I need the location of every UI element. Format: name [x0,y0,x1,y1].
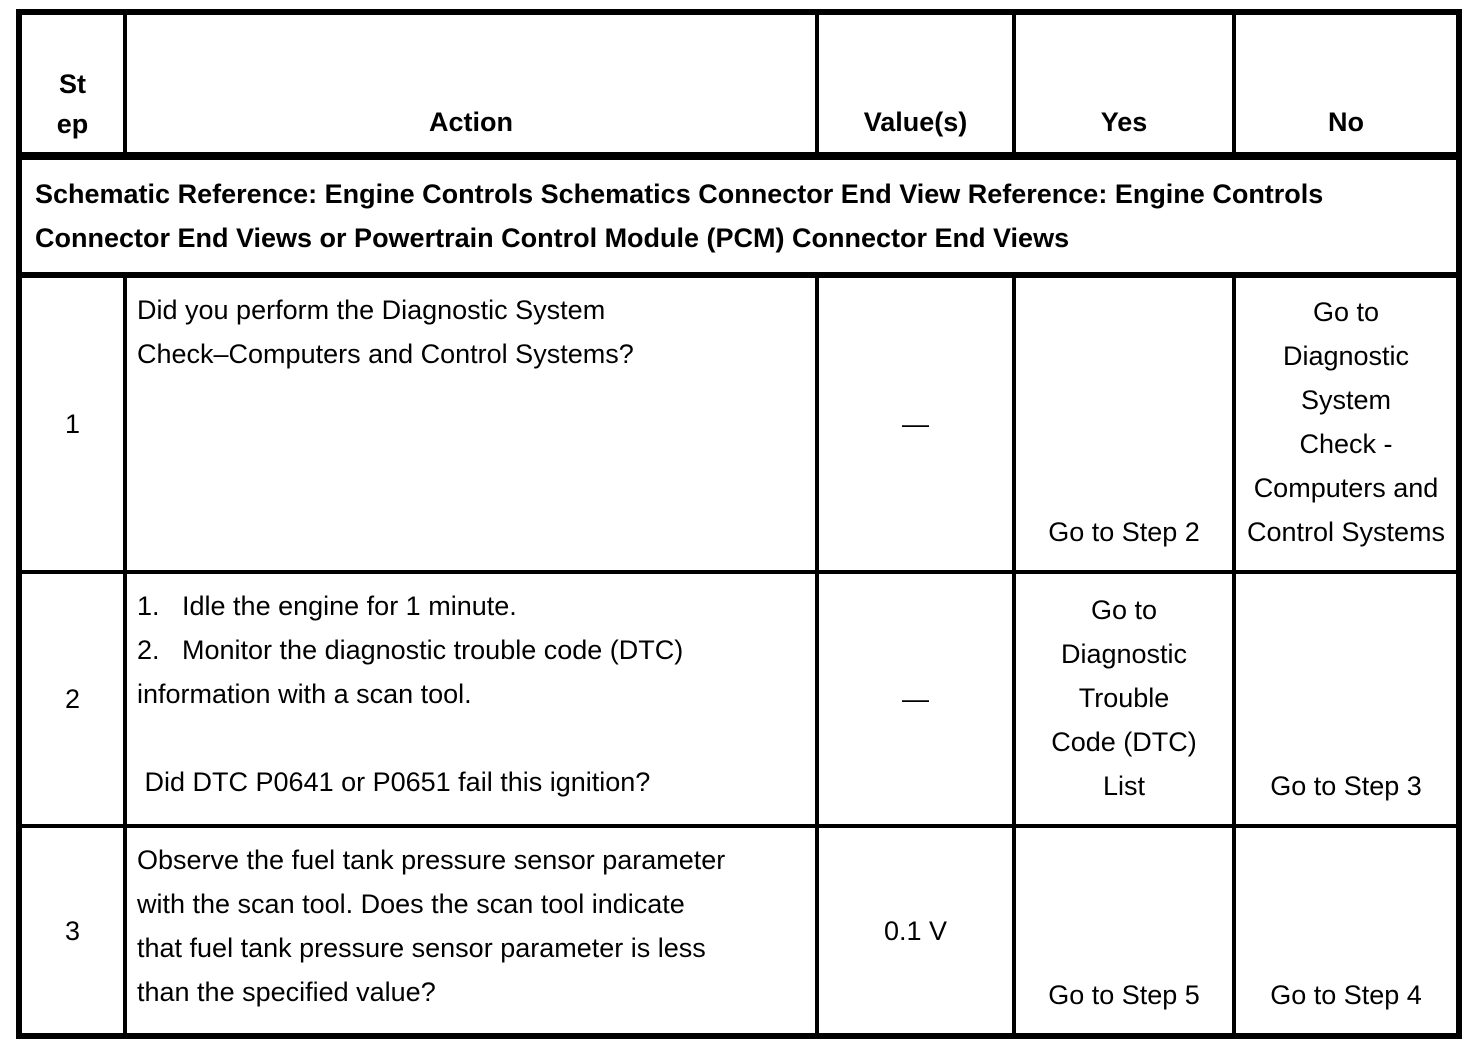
col-header-values-label: Value(s) [863,107,968,137]
col-header-no: No [1236,15,1456,160]
col-header-yes-label: Yes [1100,107,1148,137]
action-text-1: Did you perform the Diagnostic System Ch… [137,295,634,369]
schematic-reference-note: Schematic Reference: Engine Controls Sch… [22,160,1456,278]
col-header-values: Value(s) [819,15,1016,160]
action-text-3: Observe the fuel tank pressure sensor pa… [137,845,726,1007]
step-number-1: 1 [22,278,127,574]
diagnostic-table: St ep Action Value(s) Yes No Schematic R… [16,9,1462,1039]
action-list-item-2: 2. Monitor the diagnostic trouble code (… [137,635,684,709]
no-cell-2: Go to Step 3 [1236,574,1456,828]
action-list-item-1: 1. Idle the engine for 1 minute. [137,591,517,621]
yes-text-2: Go to Diagnostic Trouble Code (DTC) List [1051,595,1197,801]
yes-text-3: Go to Step 5 [1048,980,1200,1010]
yes-text-1: Go to Step 2 [1048,517,1200,547]
action-cell-2: 1. Idle the engine for 1 minute. 2. Moni… [127,574,819,828]
value-text-3: 0.1 V [883,915,948,946]
yes-cell-2: Go to Diagnostic Trouble Code (DTC) List [1016,574,1236,828]
value-text-2: — [902,684,929,714]
value-cell-3: 0.1 V [819,828,1016,1033]
value-cell-2: — [819,574,1016,828]
action-cell-1: Did you perform the Diagnostic System Ch… [127,278,819,574]
step-number-1-label: 1 [64,409,81,439]
action-question-2: Did DTC P0641 or P0651 fail this ignitio… [137,767,651,797]
value-text-1: — [902,409,929,439]
step-number-3: 3 [22,828,127,1033]
col-header-step-label: St ep [56,69,89,139]
col-header-action-label: Action [429,107,513,137]
schematic-reference-text: Schematic Reference: Engine Controls Sch… [35,179,1324,253]
col-header-step: St ep [22,15,127,160]
no-text-1: Go to Diagnostic System Check - Computer… [1246,297,1446,547]
yes-cell-3: Go to Step 5 [1016,828,1236,1033]
step-number-2-label: 2 [64,684,81,714]
no-text-3: Go to Step 4 [1270,980,1422,1010]
col-header-no-label: No [1328,107,1364,137]
col-header-action: Action [127,15,819,160]
value-cell-1: — [819,278,1016,574]
yes-cell-1: Go to Step 2 [1016,278,1236,574]
step-number-2: 2 [22,574,127,828]
step-number-3-label: 3 [64,915,81,946]
no-cell-1: Go to Diagnostic System Check - Computer… [1236,278,1456,574]
col-header-yes: Yes [1016,15,1236,160]
action-cell-3: Observe the fuel tank pressure sensor pa… [127,828,819,1033]
no-cell-3: Go to Step 4 [1236,828,1456,1033]
no-text-2: Go to Step 3 [1270,771,1422,801]
